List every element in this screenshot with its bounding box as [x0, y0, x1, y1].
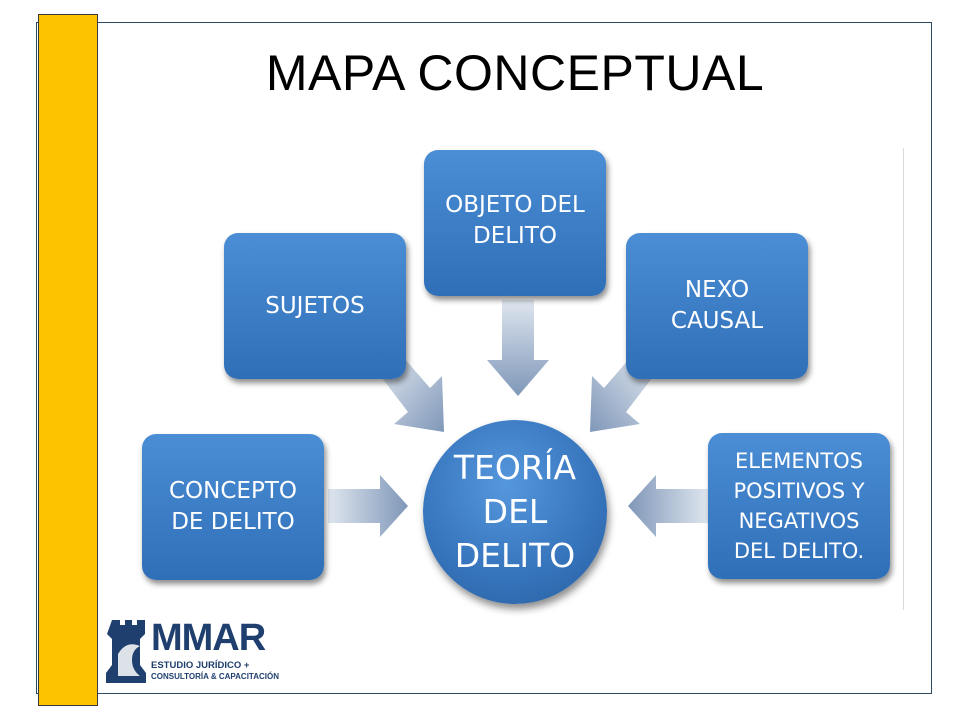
node-sujetos: SUJETOS: [224, 233, 406, 379]
logo-line1: ESTUDIO JURÍDICO +: [151, 660, 250, 671]
logo-line2: CONSULTORÍA & CAPACITACIÓN: [151, 672, 279, 681]
slide-frame: [36, 22, 932, 694]
divider-line: [903, 148, 904, 610]
node-concepto: CONCEPTO DE DELITO: [142, 434, 324, 580]
mmar-logo: MMAR ESTUDIO JURÍDICO + CONSULTORÍA & CA…: [106, 614, 279, 692]
arrow-elementos: [628, 475, 708, 537]
slide-title: MAPA CONCEPTUAL: [265, 45, 765, 101]
node-nexo: NEXO CAUSAL: [626, 233, 808, 379]
arrow-concepto: [328, 475, 408, 537]
arrow-objeto: [487, 300, 549, 396]
accent-bar: [38, 14, 98, 706]
node-elementos: ELEMENTOS POSITIVOS Y NEGATIVOS DEL DELI…: [708, 433, 890, 579]
center-node: TEORÍA DEL DELITO: [423, 420, 607, 604]
concept-map: CONCEPTO DE DELITO SUJETOS OBJETO DEL DE…: [112, 140, 904, 610]
node-objeto: OBJETO DEL DELITO: [424, 150, 606, 296]
logo-name: MMAR: [151, 617, 266, 659]
chess-rook-icon: [106, 620, 146, 683]
arrows-layer: [328, 300, 708, 537]
